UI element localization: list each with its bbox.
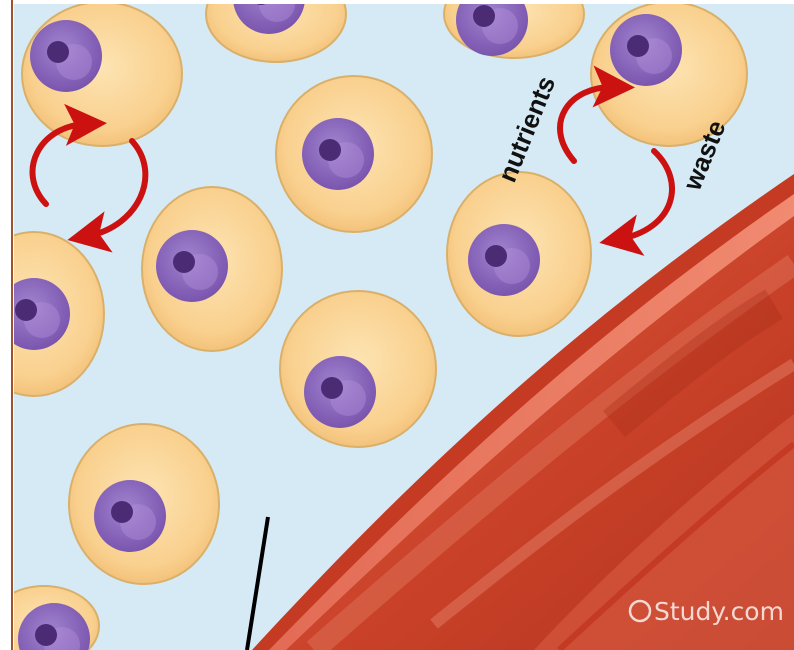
- cell-nucleolus: [319, 139, 341, 161]
- cell-nucleolus: [627, 35, 649, 57]
- cell-nucleolus: [35, 624, 57, 646]
- cell-nucleolus: [173, 251, 195, 273]
- cell-nucleolus: [15, 299, 37, 321]
- watermark-text: Study.com: [654, 597, 784, 626]
- cell-nucleolus: [473, 5, 495, 27]
- cell-nucleolus: [111, 501, 133, 523]
- cell-nucleolus: [485, 245, 507, 267]
- tissue-cell: [142, 187, 282, 351]
- cell-nucleolus: [47, 41, 69, 63]
- cell-nucleolus: [321, 377, 343, 399]
- tissue-cell: [22, 4, 182, 146]
- tissue-diagram: nutrients waste Study.com: [14, 4, 794, 650]
- studycom-watermark: Study.com: [630, 597, 784, 626]
- tissue-cell: [69, 424, 219, 584]
- tissue-cell: [447, 172, 591, 336]
- tissue-cell: [276, 76, 432, 232]
- left-frame-border: [0, 0, 14, 650]
- tissue-cell: [280, 291, 436, 447]
